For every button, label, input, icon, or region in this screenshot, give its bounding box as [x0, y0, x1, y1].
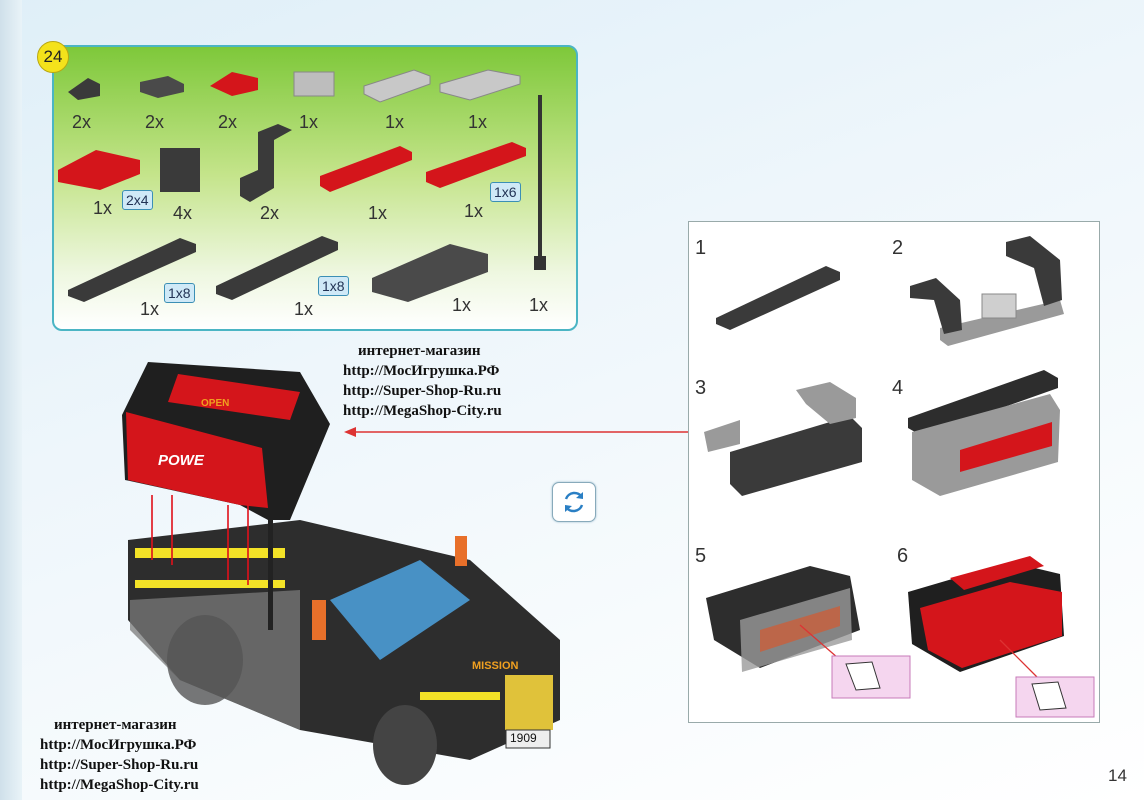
- truck-decal-open: OPEN: [201, 398, 230, 409]
- part-size-tag: 1x8: [164, 283, 195, 303]
- part-qty: 2x: [72, 112, 92, 132]
- substep-2-base: [940, 300, 1064, 346]
- part-size-tag: 2x4: [122, 190, 153, 210]
- shop-link[interactable]: http://Super-Shop-Ru.ru: [40, 757, 199, 773]
- truck-light: [312, 600, 326, 640]
- part-wedge-plate-light-a: [363, 69, 431, 103]
- page-number: 14: [1108, 766, 1127, 785]
- part-qty: 1x: [140, 299, 160, 319]
- part-plate-red-1x6-b: [426, 142, 526, 188]
- page-spine: [0, 0, 22, 800]
- truck-decal-power: POWE: [158, 452, 204, 469]
- substep-1-plate: [716, 266, 840, 330]
- part-qty: 4x: [173, 203, 193, 223]
- part-slope-red: [210, 72, 258, 96]
- part-tile-dark-1x8: [68, 238, 196, 302]
- part-plate-red-2x4: [58, 150, 140, 190]
- part-qty: 2x: [145, 112, 165, 132]
- shop-link[interactable]: http://МосИгрушка.РФ: [40, 737, 197, 753]
- shop-link[interactable]: http://МосИгрушка.РФ: [343, 363, 500, 379]
- truck-decal-mission: MISSION: [472, 660, 519, 672]
- part-brick-light-1x2: [293, 71, 335, 97]
- part-qty: 1x: [385, 112, 405, 132]
- shop-title: интернет-магазин: [358, 343, 481, 359]
- step-number-badge: 24: [37, 41, 69, 73]
- part-size-tag: 1x8: [318, 276, 349, 296]
- substep-number: 2: [892, 237, 904, 259]
- part-antenna-base: [534, 256, 546, 270]
- truck-windshield: [330, 560, 470, 660]
- substep-number: 3: [695, 377, 707, 399]
- part-qty: 1x: [464, 201, 484, 221]
- part-qty: 1x: [93, 198, 113, 218]
- substep-number: 1: [695, 237, 707, 259]
- truck-plate: 1909: [510, 731, 537, 745]
- substep-number: 4: [892, 377, 904, 399]
- shop-link[interactable]: http://Super-Shop-Ru.ru: [343, 383, 502, 399]
- part-wedge-plate-light-b: [439, 69, 521, 101]
- part-antenna: [538, 95, 542, 263]
- part-qty: 2x: [218, 112, 238, 132]
- shop-link[interactable]: http://MegaShop-City.ru: [40, 777, 199, 793]
- part-qty: 1x: [468, 112, 488, 132]
- part-qty: 1x: [294, 299, 314, 319]
- truck-plate-bg: [505, 729, 551, 749]
- part-plate-dark-1x8: [216, 236, 338, 300]
- truck-wheel: [167, 615, 243, 705]
- part-qty: 1x: [529, 295, 549, 315]
- truck-yellow-trim: [135, 548, 285, 558]
- part-clip-plate-dark: [140, 76, 184, 98]
- shop-link[interactable]: http://MegaShop-City.ru: [343, 403, 502, 419]
- part-qty: 1x: [452, 295, 472, 315]
- truck-antenna: [268, 420, 273, 630]
- sticker-icon: [1031, 681, 1067, 711]
- rotate-view-icon: [564, 491, 584, 513]
- part-plate-red-1x6-a: [320, 146, 412, 192]
- part-size-tag: 1x6: [490, 182, 521, 202]
- part-slope-dark-tall: [240, 124, 292, 202]
- truck-grille: [505, 675, 553, 730]
- part-slope-dark: [68, 78, 100, 100]
- rotate-view-button[interactable]: [552, 482, 596, 522]
- part-bracket-dark: [160, 148, 200, 192]
- truck-roof-red-tile: [168, 374, 300, 420]
- part-qty: 1x: [368, 203, 388, 223]
- substep-3-assembly: [704, 420, 740, 452]
- sticker-icon: [845, 661, 881, 691]
- substep-4-assembly: [908, 370, 1058, 436]
- substep-number: 5: [695, 545, 707, 567]
- shop-title: интернет-магазин: [54, 717, 177, 733]
- substep-number: 6: [897, 545, 909, 567]
- part-qty: 1x: [299, 112, 319, 132]
- part-qty: 2x: [260, 203, 280, 223]
- part-slope-dark-long: [372, 244, 488, 302]
- truck-roof-red-panel: [126, 412, 268, 508]
